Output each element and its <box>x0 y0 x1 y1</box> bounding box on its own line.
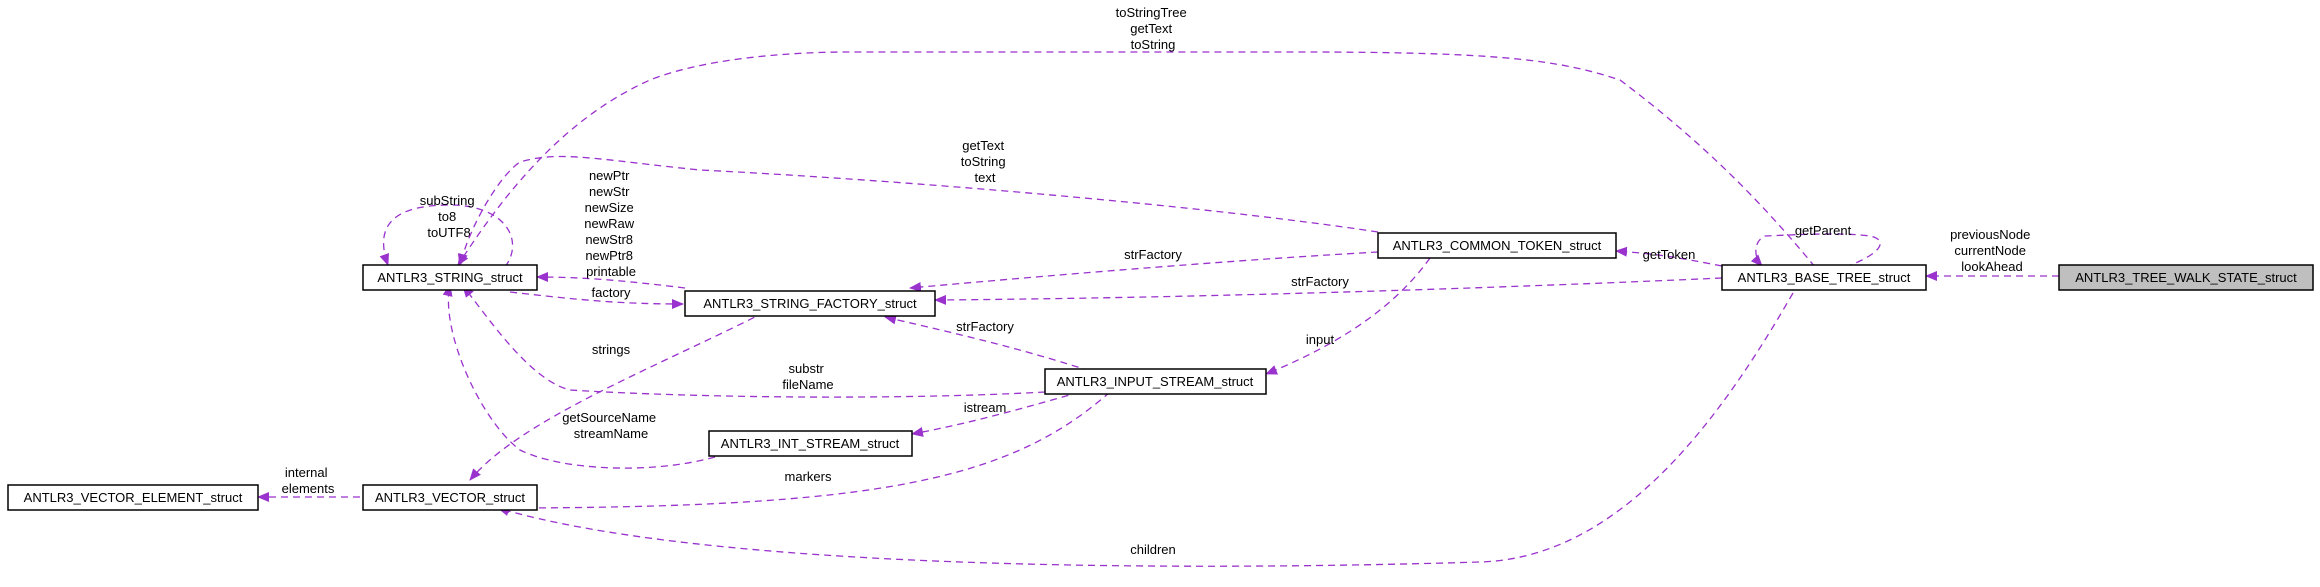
node-vector[interactable]: ANTLR3_VECTOR_struct <box>362 484 538 511</box>
edge-label-line: previousNode <box>1950 227 2030 242</box>
edge-tree-strfactory: strFactory <box>934 274 1723 305</box>
edge-label-factory: factory <box>591 285 631 300</box>
node-label: ANTLR3_COMMON_TOKEN_struct <box>1393 238 1602 253</box>
edge-internal-elements: internal elements <box>257 465 360 502</box>
edge-label-input: input <box>1306 332 1335 347</box>
node-int-stream[interactable]: ANTLR3_INT_STREAM_struct <box>708 430 913 457</box>
edge-label-children: children <box>1130 542 1176 557</box>
edge-tree-text: toStringTree getText toString <box>457 5 1816 268</box>
edge-label-line: currentNode <box>1954 243 2026 258</box>
node-string[interactable]: ANTLR3_STRING_struct <box>362 264 538 291</box>
edge-walk-state: previousNode currentNode lookAhead <box>1925 227 2059 281</box>
edge-label-gettoken: getToken <box>1643 247 1696 262</box>
edge-gettoken: getToken <box>1615 246 1723 267</box>
edge-label-istream: istream <box>964 400 1007 415</box>
edge-token-strfactory: strFactory <box>909 247 1379 293</box>
node-string-factory[interactable]: ANTLR3_STRING_FACTORY_struct <box>684 290 936 317</box>
edge-label-line: substr <box>788 361 824 376</box>
node-base-tree[interactable]: ANTLR3_BASE_TREE_struct <box>1721 264 1927 291</box>
edge-label-line: toUTF8 <box>427 225 470 240</box>
edge-label-line: newSize <box>585 200 634 215</box>
node-label: ANTLR3_INT_STREAM_struct <box>721 436 900 451</box>
edge-substr-filename: substr fileName <box>462 285 1046 398</box>
edge-label-line: newPtr8 <box>585 248 633 263</box>
edge-label-line: strFactory <box>956 319 1014 334</box>
edge-label-line: lookAhead <box>1961 259 2022 274</box>
edge-label-line: getText <box>1130 21 1172 36</box>
edge-label-line: getToken <box>1643 247 1696 262</box>
edge-markers: markers <box>497 391 1111 513</box>
edge-token-text: getText toString text <box>457 138 1379 266</box>
edge-label-input-strfactory: strFactory <box>956 319 1014 334</box>
node-vector-element[interactable]: ANTLR3_VECTOR_ELEMENT_struct <box>7 484 259 511</box>
edge-label-line: newRaw <box>584 216 634 231</box>
edge-getsource-streamname: getSourceName streamName <box>442 284 716 469</box>
edge-label-line: getParent <box>1795 223 1852 238</box>
edge-label-line: istream <box>964 400 1007 415</box>
node-tree-walk-state[interactable]: ANTLR3_TREE_WALK_STATE_struct <box>2058 264 2314 291</box>
edge-label-string-methods: newPtr newStr newSize newRaw newStr8 new… <box>584 168 637 279</box>
edge-label-line: markers <box>785 469 832 484</box>
edge-label-line: getText <box>962 138 1004 153</box>
edge-label-line: streamName <box>574 426 648 441</box>
node-common-token[interactable]: ANTLR3_COMMON_TOKEN_struct <box>1377 232 1617 259</box>
edge-substring-self: subString to8 toUTF8 <box>379 193 514 268</box>
edge-factory: factory <box>509 285 684 309</box>
edge-label-token-strfactory: strFactory <box>1124 247 1182 262</box>
edge-label-line: factory <box>591 285 631 300</box>
edge-label-line: newStr <box>589 184 630 199</box>
node-input-stream[interactable]: ANTLR3_INPUT_STREAM_struct <box>1044 368 1267 395</box>
edge-label-line: newStr8 <box>585 232 633 247</box>
edge-label-token-text: getText toString text <box>961 138 1009 185</box>
edge-label-line: getSourceName <box>562 410 656 425</box>
edge-label-line: fileName <box>782 377 833 392</box>
edge-label-markers: markers <box>785 469 832 484</box>
edge-label-line: strFactory <box>1124 247 1182 262</box>
edge-label-line: elements <box>282 481 335 496</box>
edge-string-methods: newPtr newStr newSize newRaw newStr8 new… <box>536 168 686 289</box>
edge-label-internal-elements: internal elements <box>282 465 335 496</box>
node-label: ANTLR3_INPUT_STREAM_struct <box>1057 374 1254 389</box>
edge-label-getparent: getParent <box>1795 223 1852 238</box>
edge-label-line: newPtr <box>589 168 630 183</box>
edge-label-line: to8 <box>438 209 456 224</box>
edge-label-substr-filename: substr fileName <box>782 361 833 392</box>
edge-label-line: text <box>975 170 996 185</box>
edge-strings: strings <box>469 311 766 481</box>
edge-label-line: strings <box>592 342 631 357</box>
edge-getparent: getParent <box>1750 223 1881 268</box>
edge-label-line: internal <box>285 465 328 480</box>
edge-input-strfactory: strFactory <box>884 314 1091 372</box>
edge-label-tree-text: toStringTree getText toString <box>1116 5 1191 52</box>
edge-label-tree-strfactory: strFactory <box>1291 274 1349 289</box>
edge-input: input <box>1265 257 1431 375</box>
edge-label-strings: strings <box>592 342 631 357</box>
node-label: ANTLR3_VECTOR_ELEMENT_struct <box>24 490 243 505</box>
edge-label-line: printable <box>586 264 636 279</box>
node-label: ANTLR3_TREE_WALK_STATE_struct <box>2075 270 2297 285</box>
edge-children: children <box>497 292 1794 567</box>
node-label: ANTLR3_VECTOR_struct <box>375 490 525 505</box>
edge-label-line: toString <box>1131 37 1176 52</box>
edge-label-line: toStringTree <box>1116 5 1187 20</box>
edge-label-line: strFactory <box>1291 274 1349 289</box>
edge-label-substring-self: subString to8 toUTF8 <box>420 193 479 240</box>
node-label: ANTLR3_STRING_FACTORY_struct <box>703 296 917 311</box>
edge-label-getsource-streamname: getSourceName streamName <box>562 410 660 441</box>
edge-label-line: input <box>1306 332 1335 347</box>
edge-label-walk-state: previousNode currentNode lookAhead <box>1950 227 2034 274</box>
node-label: ANTLR3_BASE_TREE_struct <box>1738 270 1911 285</box>
edge-label-line: subString <box>420 193 475 208</box>
edge-label-line: toString <box>961 154 1006 169</box>
edge-istream: istream <box>911 391 1081 437</box>
edge-label-line: children <box>1130 542 1176 557</box>
node-label: ANTLR3_STRING_struct <box>377 270 523 285</box>
